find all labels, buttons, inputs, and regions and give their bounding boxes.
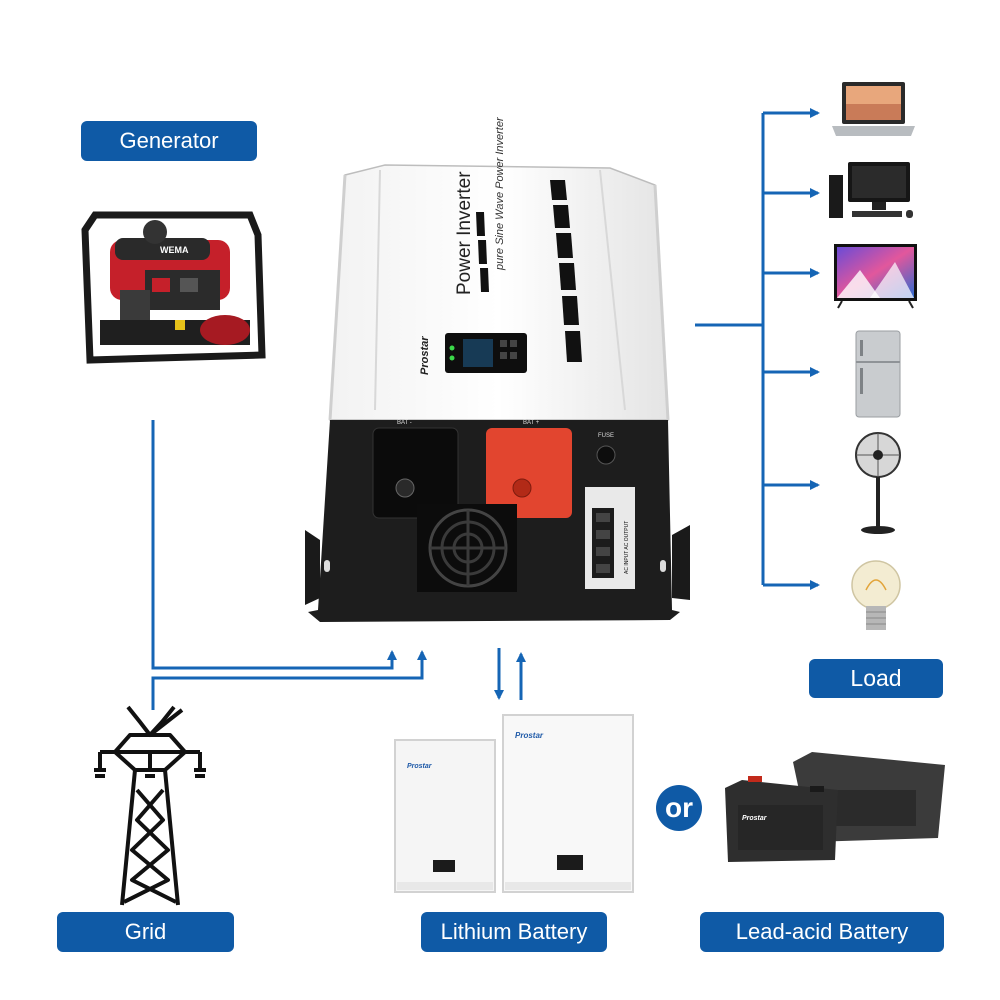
inverter-image: Power Inverter pure Sine Wave Power Inve… [305,116,690,622]
desktop-computer-icon [829,162,913,218]
bat-pos-label: BAT + [523,420,540,426]
inverter-title: Power Inverter [454,171,475,295]
generator-label: Generator [81,121,257,161]
laptop-icon [832,82,915,136]
bat-neg-label: BAT - [397,420,412,426]
or-badge: or [656,785,702,831]
inverter-brand: Prostar [419,336,431,375]
lithium-brand-large: Prostar [515,731,544,740]
terminal-label: AC INPUT AC OUTPUT [624,521,630,574]
generator-line [151,420,397,670]
generator-image: WEMA [81,211,266,364]
lithium-battery-image: Prostar Prostar [394,714,634,893]
refrigerator-icon [855,330,901,418]
inverter-subtitle: pure Sine Wave Power Inverter [494,116,506,271]
connection-lines [151,108,820,710]
lead-acid-battery-label: Lead-acid Battery [700,912,944,952]
fan-icon [855,432,901,534]
generator-brand: WEMA [160,245,189,255]
tv-icon [834,244,917,309]
grid-label: Grid [57,912,234,952]
lead-acid-brand: Prostar [742,815,768,822]
grid-line [151,650,427,710]
lithium-battery-label: Lithium Battery [421,912,607,952]
fuse-label: FUSE [598,433,614,439]
power-tower-icon [94,705,206,906]
lead-acid-battery-image: Prostar [725,752,945,862]
light-bulb-icon [851,560,901,630]
lithium-brand-small: Prostar [407,763,433,770]
load-label: Load [809,659,943,698]
